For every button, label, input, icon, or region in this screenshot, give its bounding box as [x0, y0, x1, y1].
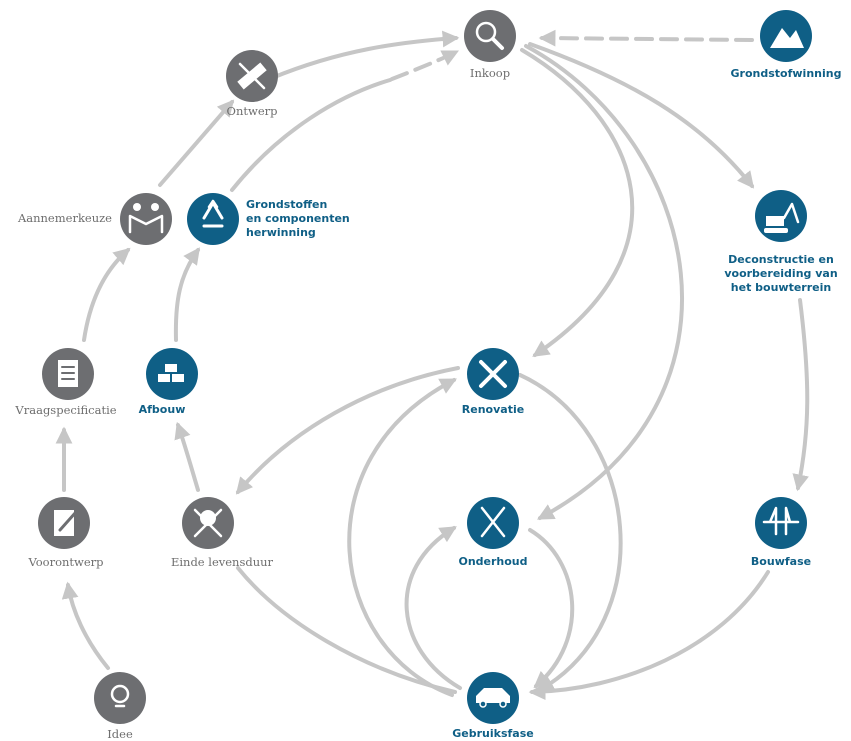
arrow-onderhoud-gebruik — [528, 528, 575, 689]
arrow-vraag-aannemer — [82, 247, 131, 342]
sketch-icon — [54, 510, 78, 536]
onderhoud-label: Onderhoud — [458, 555, 528, 568]
document-icon — [58, 360, 78, 387]
magnifier-icon — [475, 21, 504, 50]
bricks-icon — [158, 364, 184, 382]
gebruiksfase-label: Gebruiksfase — [452, 727, 534, 740]
car-icon — [476, 688, 510, 708]
arrow-einde-gebruik — [236, 566, 457, 694]
recycle-icon — [202, 199, 224, 228]
arrow-herwinning-inkoop — [230, 78, 392, 192]
tools-icon — [479, 360, 507, 388]
arrow-renovatie-gebruik — [518, 373, 623, 692]
voorontwerp-label: Voorontwerp — [28, 555, 104, 569]
arrow-inkoop-onderhoud — [524, 44, 684, 520]
arrow-grondstofwinning-inkoop — [538, 29, 754, 47]
arrow-bouwfase-gebruik — [528, 570, 770, 701]
vraagspecificatie-label: Vraagspecificatie — [15, 403, 117, 417]
inkoop-node — [464, 10, 516, 62]
ruler-pencil-icon — [237, 62, 267, 90]
aannemerkeuze-label: Aannemerkeuze — [17, 211, 112, 225]
arrow-gebruik-renovatie — [347, 378, 457, 697]
herwinning-label: Grondstoffen en componenten herwinning — [246, 198, 350, 239]
brooms-icon — [480, 506, 506, 538]
excavator-icon — [764, 202, 800, 233]
einde-label: Einde levensduur — [170, 555, 274, 569]
arrow-gebruik-onderhoud — [404, 526, 462, 690]
afbouw-label: Afbouw — [138, 403, 186, 416]
grondstofwinning-label: Grondstofwinning — [730, 67, 842, 80]
bridge-icon — [762, 506, 800, 536]
arrow-renovatie-einde — [235, 366, 460, 495]
handshake-icon — [128, 203, 164, 234]
bouwfase-label: Bouwfase — [750, 555, 812, 568]
herwinning-node — [187, 193, 239, 245]
arrow-deconstructie-bouwfase — [792, 298, 810, 492]
aannemerkeuze-node — [120, 193, 172, 245]
arrow-idee-voorontwerp — [61, 581, 110, 670]
arrows — [55, 29, 810, 701]
mountain-icon — [770, 28, 804, 48]
arrow-herwinning-inkoop-dashed — [390, 50, 460, 81]
deconstructie-label: Deconstructie en voorbereiding van het b… — [724, 253, 838, 294]
arrow-inkoop-deconstructie — [528, 42, 755, 189]
arrow-ontwerp-inkoop — [270, 30, 460, 80]
idee-label: Idee — [107, 727, 133, 741]
arrow-afbouw-herwinning — [173, 247, 200, 342]
skull-icon — [193, 508, 223, 538]
arrow-einde-afbouw — [174, 421, 200, 492]
inkoop-label: Inkoop — [469, 66, 511, 80]
idee-node — [94, 672, 146, 724]
node-circles — [38, 10, 812, 724]
arrow-inkoop-renovatie — [520, 48, 635, 357]
lightbulb-icon — [110, 684, 130, 708]
renovatie-label: Renovatie — [461, 403, 525, 416]
ontwerp-label: Ontwerp — [226, 104, 278, 118]
arrow-aannemerkeuze-ontwerp — [158, 99, 235, 187]
